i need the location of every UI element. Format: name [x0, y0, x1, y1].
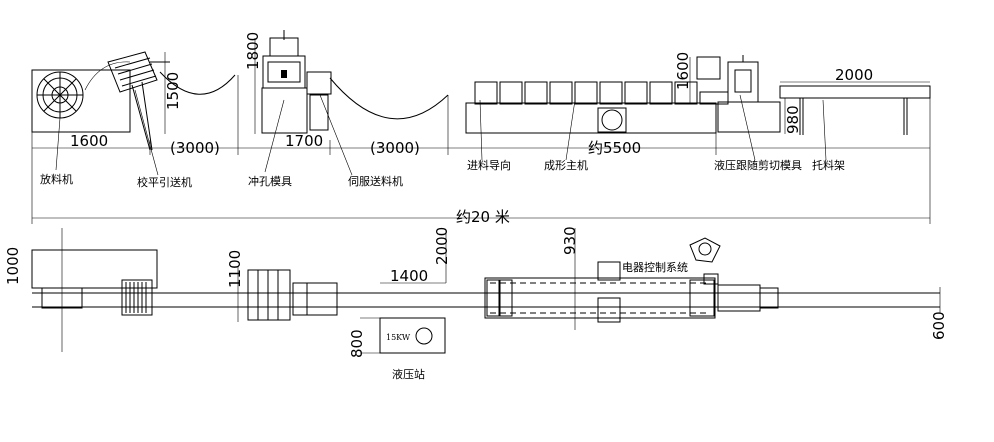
hydraulic-cut-side: [696, 55, 781, 133]
motor-power: 15KW: [386, 333, 411, 342]
hydraulic-cut-plan: [717, 284, 779, 312]
loop-2: [329, 77, 449, 120]
uncoiler-plan: [31, 228, 158, 352]
leveler-side: [107, 51, 170, 151]
dim-rack-len: 2000: [835, 66, 873, 84]
dim-hyd-len: 1400: [390, 267, 428, 285]
label-hydraulic-cut: 液压跟随剪切模具: [714, 158, 802, 172]
label-uncoiler: 放料机: [40, 172, 73, 186]
punch-side: [261, 30, 308, 134]
dim-control-w: 930: [561, 226, 579, 255]
label-control-system: 电器控制系统: [622, 260, 688, 274]
label-out-rack: 托料架: [812, 158, 845, 172]
dim-side-w: 2000: [433, 227, 451, 265]
dim-rack-h: 980: [784, 105, 802, 134]
loop-1: [159, 71, 236, 95]
punch-plan: [237, 266, 291, 322]
dim-punch-w: 1100: [226, 250, 244, 288]
dim-cut-h: 1600: [674, 52, 692, 90]
servo-feeder-plan: [292, 282, 338, 316]
label-hydraulic-station: 液压站: [392, 367, 425, 381]
dim-uncoiler-len: 1600: [70, 132, 108, 150]
dim-leveler-h: 1500: [164, 72, 182, 110]
side-dimension-lines: [31, 38, 931, 224]
dim-total-len: 约20 米: [456, 208, 510, 226]
dim-line-w: 600: [930, 311, 948, 340]
dim-former-len: 约5500: [588, 139, 641, 157]
label-entry-guide: 进料导向: [467, 158, 511, 172]
uncoiler-side: [31, 61, 131, 133]
control-cabinet: [689, 237, 721, 285]
label-leveler: 校平引送机: [137, 175, 192, 189]
roll-former-side: [465, 81, 717, 134]
label-punch: 冲孔模具: [248, 174, 292, 188]
label-servo-feeder: 伺服送料机: [348, 174, 403, 188]
hydraulic-station-plan: [360, 230, 447, 354]
dim-uncoiler-w: 1000: [4, 247, 22, 285]
dim-hyd-w: 800: [348, 329, 366, 358]
dim-gap1: (3000): [170, 139, 220, 157]
servo-feeder-side: [306, 71, 332, 131]
dim-gap2: (3000): [370, 139, 420, 157]
out-rack-side: [779, 85, 931, 135]
dim-punch-h: 1800: [244, 32, 262, 70]
label-leaders: [55, 89, 827, 176]
label-roll-former: 成形主机: [544, 158, 588, 172]
dim-punch-len: 1700: [285, 132, 323, 150]
roll-former-plan: [484, 228, 716, 330]
leveler-plan: [121, 279, 153, 316]
